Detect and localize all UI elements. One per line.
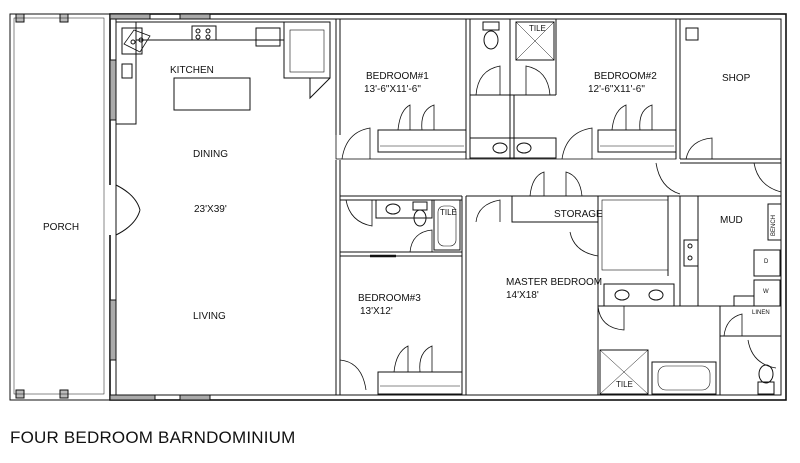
kitchen-label: KITCHEN [170,65,214,76]
porch-outline [9,13,111,401]
bedroom3-label: BEDROOM#3 [358,293,421,304]
bathtub-2 [651,361,717,395]
master-bedroom-size: 14'X18' [506,290,539,301]
master-bedroom-label: MASTER BEDROOM [506,277,603,288]
bedroom2-label: BEDROOM#2 [594,71,657,82]
porch-label: PORCH [43,222,80,233]
washer-label: W [763,289,769,295]
living-label: LIVING [193,311,226,322]
dryer-label: D [764,259,769,265]
mud-label: MUD [720,215,743,226]
shower-2 [599,349,649,395]
bedroom1-label: BEDROOM#1 [366,71,429,82]
kitchen-island [173,77,251,111]
tile-label-3: TILE [616,380,633,389]
shop-label: SHOP [722,73,751,84]
great-room-size: 23'X39' [194,204,227,215]
tile-label-2: TILE [440,208,457,217]
dining-label: DINING [193,149,228,160]
plan-title: FOUR BEDROOM BARNDOMINIUM [10,428,296,447]
bedroom3-size: 13'X12' [360,306,393,317]
kitchen-counter-left [115,21,137,125]
bedroom1-size: 13'-6"X11'-6" [364,84,421,95]
front-door [115,184,141,236]
storage-label: STORAGE [554,209,603,220]
bedroom2-size: 12'-6"X11'-6" [588,84,645,95]
bathtub-1 [433,199,461,251]
bench-label: BENCH [771,214,777,236]
shower-1 [515,21,555,61]
floor-plan [9,13,787,401]
tile-label-1: TILE [529,24,546,33]
linen-label: LINEN [752,310,770,316]
